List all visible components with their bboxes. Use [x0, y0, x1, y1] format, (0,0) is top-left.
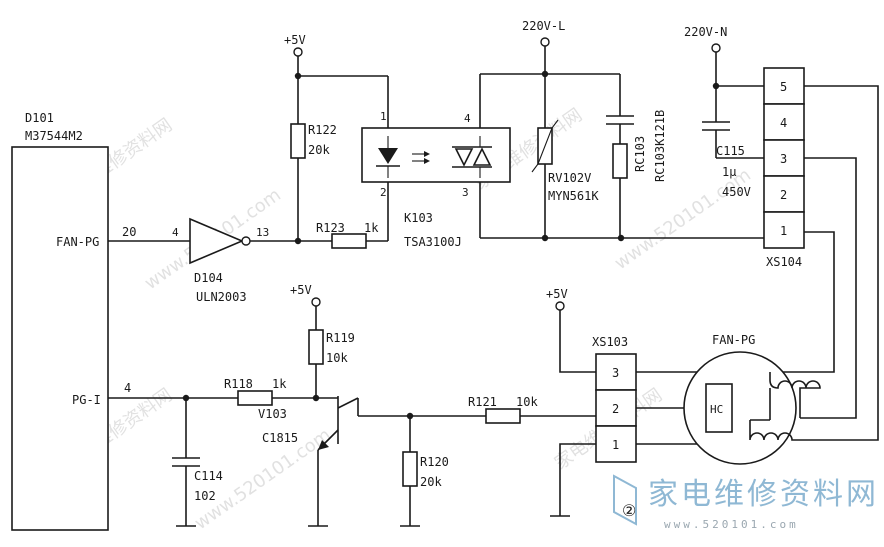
relay-pin-1: 1 — [380, 110, 387, 123]
watermark-url-2: www.520101.com — [611, 164, 755, 274]
supply-terminal-icon — [293, 47, 303, 57]
d104-pin-in: 4 — [172, 226, 179, 239]
brand-name: 家电维修资料网 — [648, 477, 879, 512]
rv102-ref: RV102V — [548, 171, 591, 185]
ic-d101-body — [11, 146, 109, 531]
buffer-inverter-bubble — [241, 236, 251, 246]
ic-pin-pg-num: 4 — [124, 381, 131, 395]
rc103-ref: RC103 — [633, 136, 647, 172]
rv102-part: MYN561K — [548, 189, 599, 203]
ic-d101-part: M37544M2 — [25, 129, 83, 143]
r118-ref: R118 — [224, 377, 253, 391]
d104-part: ULN2003 — [196, 290, 247, 304]
motor-label: FAN-PG — [712, 333, 755, 347]
c115-value: 1μ — [722, 165, 736, 179]
relay-ref: K103 — [404, 211, 433, 225]
motor-body — [683, 351, 797, 465]
brand-footer: ② 家电维修资料网 www.520101.com — [613, 474, 879, 531]
relay-pin-4: 4 — [464, 112, 471, 125]
ac-terminal-icon — [540, 37, 550, 47]
supply-5v-top: +5V — [284, 33, 306, 47]
v103-part: C1815 — [262, 431, 298, 445]
xs103-ref: XS103 — [592, 335, 628, 349]
v103-ref: V103 — [258, 407, 287, 421]
supply-5v-right: +5V — [546, 287, 568, 301]
c114-ref: C114 — [194, 469, 223, 483]
ac-side: 220V-L RV102V MYN561K RC103 RC103K121B 2… — [479, 19, 879, 441]
ic-pin-fan-num: 20 — [122, 225, 136, 239]
r118-value: 1k — [272, 377, 287, 391]
d104-ref: D104 — [194, 271, 223, 285]
relay-pin-3: 3 — [462, 186, 469, 199]
r120-ref: R120 — [420, 455, 449, 469]
feedback-path: C114 102 R118 1k +5V R119 10k V103 C1815… — [108, 283, 725, 527]
r119-value: 10k — [326, 351, 348, 365]
xs103-pin-box — [595, 353, 637, 391]
supply-terminal-icon — [555, 301, 565, 311]
r120-value: 20k — [420, 475, 442, 489]
r119-ref: R119 — [326, 331, 355, 345]
rc103-part: RC103K121B — [653, 110, 667, 182]
xs104-pin: 4 — [780, 116, 787, 130]
r123-ref: R123 — [316, 221, 345, 235]
xs104-pin-box — [763, 175, 805, 213]
c115-voltage: 450V — [722, 185, 751, 199]
resistor-r123 — [331, 233, 367, 249]
fan-motor: FAN-PG HC — [683, 333, 821, 465]
xs104-pin: 2 — [780, 188, 787, 202]
hall-label: HC — [710, 403, 723, 416]
d104-pin-out: 13 — [256, 226, 269, 239]
xs104-pin-box — [763, 103, 805, 141]
buffer-d104 — [189, 217, 245, 265]
xs103-pin: 2 — [612, 402, 619, 416]
xs104-pin-box — [763, 211, 805, 249]
ic-d101-ref: D101 — [25, 111, 54, 125]
c114-value: 102 — [194, 489, 216, 503]
triac-icon — [454, 148, 474, 167]
resistor-r122 — [290, 123, 306, 159]
snubber-rc103 — [612, 143, 628, 179]
ic-d101: D101 M37544M2 FAN-PG 20 PG-I 4 — [11, 111, 136, 531]
drive-path: 4 13 D104 ULN2003 R123 1k +5V R122 20k — [108, 33, 389, 304]
resistor-r121 — [485, 408, 521, 424]
supply-terminal-icon — [311, 297, 321, 307]
r121-ref: R121 — [468, 395, 497, 409]
resistor-r120 — [402, 451, 418, 487]
relay-pin-2: 2 — [380, 186, 387, 199]
resistor-r118 — [237, 390, 273, 406]
xs103-pin: 1 — [612, 438, 619, 452]
supply-5v-mid: +5V — [290, 283, 312, 297]
ac-terminal-icon — [711, 43, 721, 53]
r123-value: 1k — [364, 221, 379, 235]
xs104-pin: 3 — [780, 152, 787, 166]
supply-220v-l: 220V-L — [522, 19, 565, 33]
relay-k103: 1 2 3 4 K103 TSA3100J — [361, 110, 511, 249]
c115-ref: C115 — [716, 144, 745, 158]
xs104-ref: XS104 — [766, 255, 802, 269]
junction-dot — [617, 234, 625, 242]
r122-ref: R122 — [308, 123, 337, 137]
brand-logo-icon — [613, 474, 637, 526]
motor-coil-icon — [769, 372, 821, 418]
r121-value: 10k — [516, 395, 538, 409]
ic-pin-pg-label: PG-I — [72, 393, 101, 407]
led-icon — [378, 148, 398, 164]
ic-pin-fan-label: FAN-PG — [56, 235, 99, 249]
xs104-pin: 5 — [780, 80, 787, 94]
xs104-pin: 1 — [780, 224, 787, 238]
motor-coil-icon — [749, 420, 800, 441]
supply-220v-n: 220V-N — [684, 25, 727, 39]
hall-sensor — [705, 383, 733, 433]
figure-number: ② — [622, 501, 636, 520]
relay-part: TSA3100J — [404, 235, 462, 249]
r122-value: 20k — [308, 143, 330, 157]
resistor-r119 — [308, 329, 324, 365]
xs103-pin: 3 — [612, 366, 619, 380]
brand-url: www.520101.com — [664, 518, 799, 531]
